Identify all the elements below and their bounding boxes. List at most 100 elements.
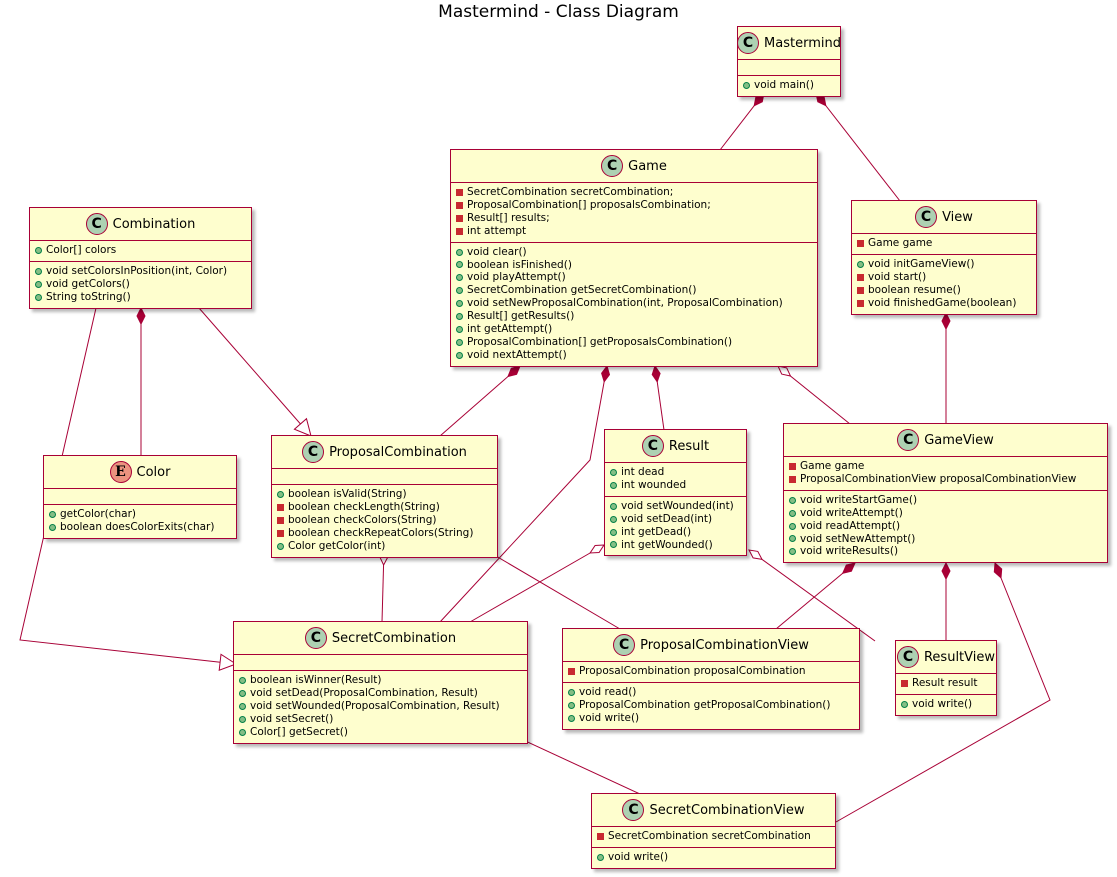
class-icon: C — [304, 627, 327, 649]
public-visibility-icon — [456, 300, 463, 308]
method-row: boolean checkColors(String) — [277, 514, 492, 527]
class-methods: boolean isValid(String)boolean checkLeng… — [272, 484, 497, 557]
public-visibility-icon — [35, 267, 42, 275]
class-methods: getColor(char)boolean doesColorExits(cha… — [44, 504, 236, 538]
member-text: getColor(char) — [60, 508, 137, 520]
class-icon: C — [737, 32, 760, 54]
private-visibility-icon — [857, 286, 864, 294]
public-visibility-icon — [610, 481, 617, 489]
public-visibility-icon — [610, 468, 617, 476]
relation-composition — [719, 92, 765, 151]
member-text: boolean checkColors(String) — [288, 513, 437, 526]
public-visibility-icon — [35, 246, 42, 254]
method-row: Result[] getResults() — [456, 310, 812, 323]
class-methods: void write() — [896, 693, 996, 715]
member-text: void setDead(int) — [621, 512, 713, 525]
method-row: void write() — [901, 698, 991, 711]
composition-marker — [941, 561, 951, 581]
member-text: void main() — [754, 79, 814, 91]
class-fields: SecretCombination secretCombination;Prop… — [451, 182, 817, 242]
method-row: void readAttempt() — [789, 520, 1102, 533]
member-text: ProposalCombinationView proposalCombinat… — [800, 472, 1077, 485]
member-text: boolean checkLength(String) — [288, 500, 440, 513]
relation-aggregation — [379, 547, 389, 623]
class-name: Game — [628, 158, 667, 174]
class-fields: ProposalCombination proposalCombination — [563, 661, 859, 682]
method-row: void write() — [597, 851, 830, 864]
public-visibility-icon — [49, 523, 56, 531]
field-row: Result[] results; — [456, 212, 812, 225]
member-text: String toString() — [46, 290, 131, 303]
composition-marker — [941, 311, 951, 331]
relation-composition — [439, 364, 611, 623]
class-methods: boolean isWinner(Result)void setDead(Pro… — [234, 670, 527, 743]
public-visibility-icon — [610, 528, 617, 536]
member-text: void getColors() — [46, 277, 130, 290]
private-visibility-icon — [901, 679, 908, 687]
private-visibility-icon — [857, 239, 864, 247]
method-row: void writeStartGame() — [789, 494, 1102, 507]
member-text: int getAttempt() — [467, 323, 553, 336]
class-fields — [234, 654, 527, 670]
class-methods: void setColorsInPosition(int, Color)void… — [30, 260, 251, 308]
class-name: GameView — [924, 432, 994, 448]
public-visibility-icon — [610, 541, 617, 549]
member-text: void start() — [868, 270, 927, 283]
relation-composition — [651, 364, 665, 431]
public-visibility-icon — [35, 293, 42, 301]
member-text: void readAttempt() — [800, 519, 901, 532]
class-methods: void write() — [592, 846, 835, 868]
public-visibility-icon — [456, 287, 463, 295]
class-fields: Result result — [896, 673, 996, 694]
method-row: void setNewAttempt() — [789, 533, 1102, 546]
private-visibility-icon — [456, 227, 463, 235]
public-visibility-icon — [456, 274, 463, 282]
method-row: boolean isWinner(Result) — [239, 674, 522, 687]
public-visibility-icon — [901, 700, 908, 708]
relation-aggregation — [777, 365, 851, 425]
private-visibility-icon — [568, 667, 575, 675]
member-text: boolean resume() — [868, 283, 961, 296]
relation-composition — [941, 311, 951, 424]
field-row: SecretCombination secretCombination — [597, 830, 830, 843]
inheritance-marker — [293, 417, 312, 437]
method-row: boolean doesColorExits(char) — [49, 521, 231, 534]
public-visibility-icon — [456, 313, 463, 321]
class-methods: void initGameView()void start()boolean r… — [852, 253, 1036, 314]
enum-icon: E — [109, 461, 132, 483]
private-visibility-icon — [857, 299, 864, 307]
field-row: Game game — [857, 237, 1031, 250]
public-visibility-icon — [456, 261, 463, 269]
member-text: void setNewProposalCombination(int, Prop… — [467, 297, 783, 310]
member-text: int wounded — [621, 478, 687, 491]
method-row: String toString() — [35, 291, 246, 304]
private-visibility-icon — [456, 201, 463, 209]
field-row: Result result — [901, 677, 991, 690]
method-row: void start() — [857, 271, 1031, 284]
method-row: void getColors() — [35, 278, 246, 291]
member-text: SecretCombination secretCombination; — [467, 186, 674, 198]
composition-marker — [136, 306, 146, 326]
member-text: ProposalCombination[] getProposalsCombin… — [467, 335, 733, 348]
private-visibility-icon — [277, 503, 284, 511]
member-text: ProposalCombination[] proposalsCombinati… — [467, 198, 711, 211]
member-text: Result result — [912, 677, 978, 689]
relation-composition — [815, 92, 901, 202]
member-text: Result[] getResults() — [467, 310, 575, 323]
field-row: SecretCombination secretCombination; — [456, 186, 812, 199]
public-visibility-icon — [789, 496, 796, 504]
relation-aggregation — [483, 548, 621, 630]
method-row: Color[] getSecret() — [239, 726, 522, 739]
method-row: boolean checkLength(String) — [277, 501, 492, 514]
private-visibility-icon — [597, 832, 604, 840]
member-text: boolean checkRepeatColors(String) — [288, 526, 474, 539]
method-row: void setColorsInPosition(int, Color) — [35, 265, 246, 278]
